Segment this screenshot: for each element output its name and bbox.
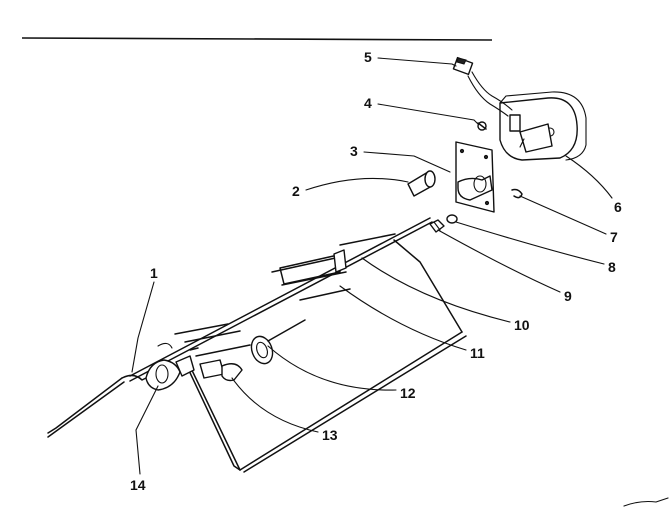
- drive-sleeve: [407, 170, 436, 197]
- spit-nut: [429, 219, 445, 233]
- callout-labels: 5 4 3 2 6 7 8 9 10 11 12 13 1 14: [130, 49, 622, 493]
- mounting-bracket: [455, 141, 495, 213]
- callout-14: 14: [130, 477, 146, 493]
- callout-5: 5: [364, 49, 372, 65]
- callout-12: 12: [400, 385, 416, 401]
- power-cord-and-plug: [452, 56, 513, 117]
- top-border-rule: [21, 37, 493, 41]
- callout-6: 6: [614, 199, 622, 215]
- motor-assembly: [499, 91, 587, 161]
- callout-1: 1: [150, 265, 158, 281]
- callout-3: 3: [350, 143, 358, 159]
- spit-handle: [47, 374, 151, 438]
- callout-4: 4: [364, 95, 372, 111]
- callout-13: 13: [322, 427, 338, 443]
- callout-8: 8: [608, 259, 616, 275]
- callout-10: 10: [514, 317, 530, 333]
- spit-support-frame: [183, 239, 467, 473]
- adjustment-wheel: [250, 319, 306, 365]
- front-spit-fork: [174, 323, 251, 382]
- callout-2: 2: [292, 183, 300, 199]
- callout-7: 7: [610, 229, 618, 245]
- callout-9: 9: [564, 288, 572, 304]
- washer: [446, 214, 458, 224]
- callout-11: 11: [470, 345, 485, 361]
- leader-lines: [131, 57, 613, 475]
- handle-collar: [145, 342, 195, 391]
- corner-pen-mark: [623, 497, 669, 507]
- motor-screw: [477, 121, 487, 131]
- spit-rod: [129, 217, 433, 382]
- retaining-clip: [511, 188, 523, 199]
- rear-spit-fork: [271, 233, 396, 301]
